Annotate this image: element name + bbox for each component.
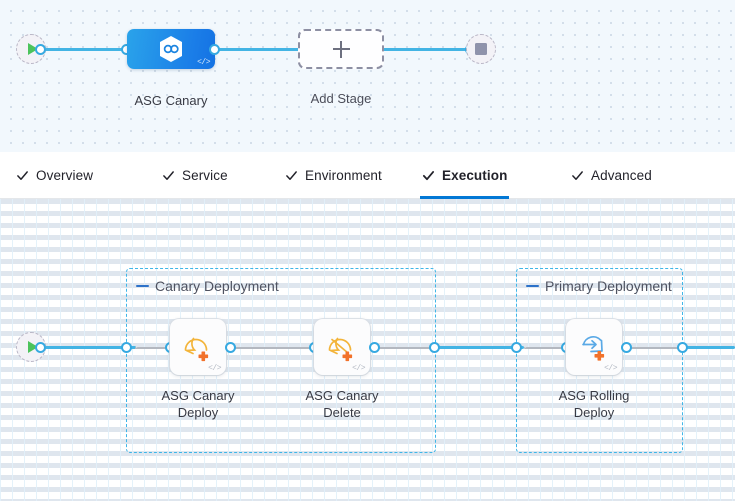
stage-canvas[interactable]: </> ASG Canary Add Stage: [0, 0, 735, 152]
step-group-header-canary[interactable]: Canary Deployment: [136, 278, 279, 294]
link-group2-to-next: [681, 346, 735, 349]
step-node-asg-rolling-deploy[interactable]: </>: [566, 319, 622, 375]
step-group-canary-deployment[interactable]: [126, 268, 436, 453]
check-icon: [286, 171, 297, 180]
step-label-asg-rolling-deploy: ASG Rolling Deploy: [544, 387, 644, 421]
collapse-toggle-icon[interactable]: [526, 284, 539, 288]
tab-advanced[interactable]: Advanced: [569, 152, 654, 199]
harness-hexagon-icon: [160, 36, 182, 62]
play-icon: [27, 43, 38, 55]
stage-node-asg-canary[interactable]: </>: [127, 29, 215, 69]
link-stage-to-addstage: [210, 48, 310, 51]
step-label-line1: ASG Canary: [161, 388, 235, 403]
step-group-title: Primary Deployment: [545, 278, 672, 294]
step-label-line1: ASG Rolling: [558, 388, 630, 403]
link-step1-to-step2: [231, 347, 316, 349]
asg-canary-delete-icon: [328, 337, 353, 361]
add-stage-button[interactable]: [298, 29, 384, 69]
port-step1-out[interactable]: [225, 342, 236, 353]
play-icon: [27, 341, 38, 353]
execution-canvas[interactable]: Canary Deployment </> ASG Canary De: [0, 199, 735, 501]
tab-execution[interactable]: Execution: [420, 152, 510, 199]
tab-underline: [420, 196, 510, 199]
port-group2-entry[interactable]: [511, 342, 522, 353]
port-step2-out[interactable]: [369, 342, 380, 353]
step-label-line2: Delete: [323, 405, 361, 420]
check-icon: [572, 171, 583, 180]
link-step3-to-group2-out: [625, 347, 683, 349]
port-stage-out[interactable]: [209, 44, 220, 55]
stop-square-icon: [475, 43, 487, 55]
asg-rolling-deploy-icon: [582, 335, 605, 361]
port-start-out[interactable]: [35, 44, 46, 55]
tab-label: Service: [182, 168, 228, 183]
check-icon: [17, 171, 28, 180]
stage-config-tabs: Overview Service Environment Execution: [0, 152, 735, 199]
asg-canary-deploy-icon: [184, 337, 209, 361]
tab-label: Advanced: [591, 168, 652, 183]
tab-label: Environment: [305, 168, 382, 183]
port-group1-exit[interactable]: [429, 342, 440, 353]
step-code-badge: </>: [208, 364, 221, 373]
link-group2-in-to-step3: [524, 347, 568, 349]
step-group-primary-deployment[interactable]: [516, 268, 683, 453]
link-step2-to-group1-out: [375, 347, 435, 349]
tab-environment[interactable]: Environment: [283, 152, 384, 199]
step-node-asg-canary-deploy[interactable]: </>: [170, 319, 226, 375]
check-icon: [163, 171, 174, 180]
step-label-asg-canary-delete: ASG Canary Delete: [292, 387, 392, 421]
add-stage-label: Add Stage: [310, 91, 372, 106]
tab-label: Overview: [36, 168, 94, 183]
stage-label-asg-canary: ASG Canary: [134, 93, 208, 108]
step-label-line1: ASG Canary: [305, 388, 379, 403]
step-code-badge: </>: [352, 364, 365, 373]
plus-icon: [332, 40, 350, 58]
port-exec-start-out[interactable]: [35, 342, 46, 353]
step-group-title: Canary Deployment: [155, 278, 279, 294]
port-group1-entry[interactable]: [121, 342, 132, 353]
tab-label: Execution: [442, 168, 508, 183]
stage-code-badge: </>: [197, 58, 210, 67]
step-node-asg-canary-delete[interactable]: </>: [314, 319, 370, 375]
step-code-badge: </>: [604, 364, 617, 373]
link-group1-to-group2: [434, 346, 524, 349]
tab-overview[interactable]: Overview: [14, 152, 95, 199]
collapse-toggle-icon[interactable]: [136, 284, 149, 288]
step-label-asg-canary-deploy: ASG Canary Deploy: [148, 387, 248, 421]
port-step3-out[interactable]: [621, 342, 632, 353]
link-start-to-stage: [36, 48, 136, 51]
port-group2-exit[interactable]: [677, 342, 688, 353]
step-label-line2: Deploy: [573, 405, 615, 420]
link-addstage-to-end: [378, 48, 478, 51]
pipeline-start-node[interactable]: [16, 34, 46, 64]
tab-service[interactable]: Service: [160, 152, 230, 199]
pipeline-end-node[interactable]: [466, 34, 496, 64]
check-icon: [422, 171, 435, 181]
step-group-header-primary[interactable]: Primary Deployment: [526, 278, 672, 294]
link-exec-start-to-group1: [36, 346, 136, 349]
link-group1-in-to-step1: [135, 347, 171, 349]
step-label-line2: Deploy: [177, 405, 219, 420]
